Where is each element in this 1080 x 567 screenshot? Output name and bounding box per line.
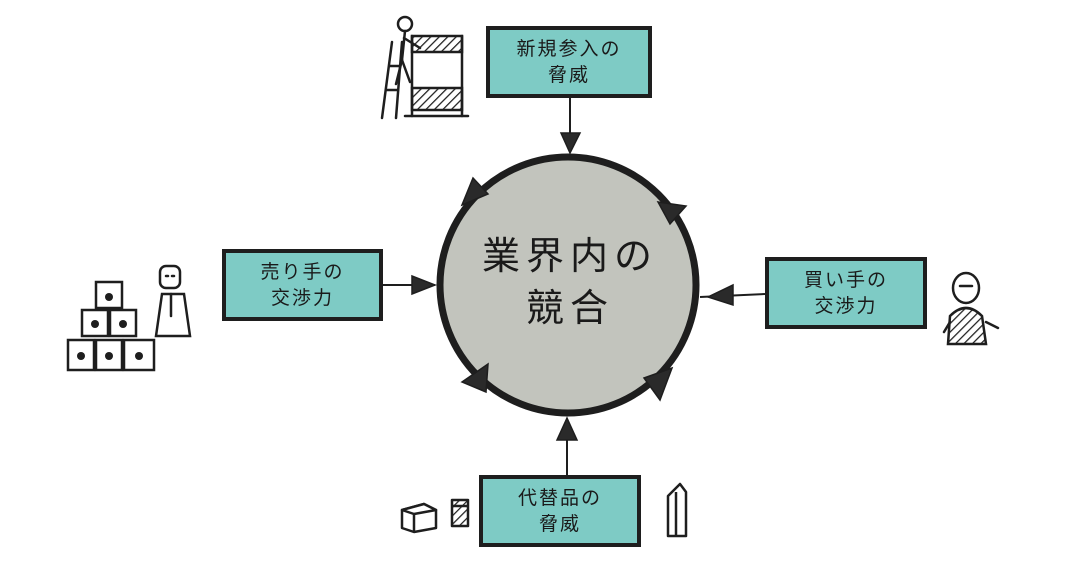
center-label-line1: 業界内の [481,234,658,278]
center-label: 業界内の 競合 [440,230,700,334]
sellers-line2: 交渉力 [270,287,334,309]
industry-rivalry-circle [436,153,700,417]
center-label-line2: 競合 [525,286,614,330]
carton-icon [666,482,688,538]
connector-arrowheads [411,132,734,441]
new-entrants-box: 新規参入の 脅威 [486,26,652,98]
substitutes-line1: 代替品の [517,487,602,509]
rotation-arrows [460,176,688,402]
new-entrants-line2: 脅威 [547,64,590,86]
substitutes-line2: 脅威 [538,513,581,535]
sellers-box: 売り手の 交渉力 [222,249,383,321]
new-entrants-line1: 新規参入の [516,38,622,60]
seller-person-icon [154,264,192,338]
buyers-box: 買い手の 交渉力 [765,257,927,329]
sellers-line1: 売り手の [260,261,345,283]
stacked-boxes-icon [66,280,156,372]
substitute-products-icon [400,498,470,534]
buyers-line2: 交渉力 [814,295,878,317]
substitutes-box: 代替品の 脅威 [479,475,641,547]
buyers-line1: 買い手の [803,269,888,291]
worker-on-ladder-icon [380,15,470,120]
buyer-person-icon [942,271,1000,346]
